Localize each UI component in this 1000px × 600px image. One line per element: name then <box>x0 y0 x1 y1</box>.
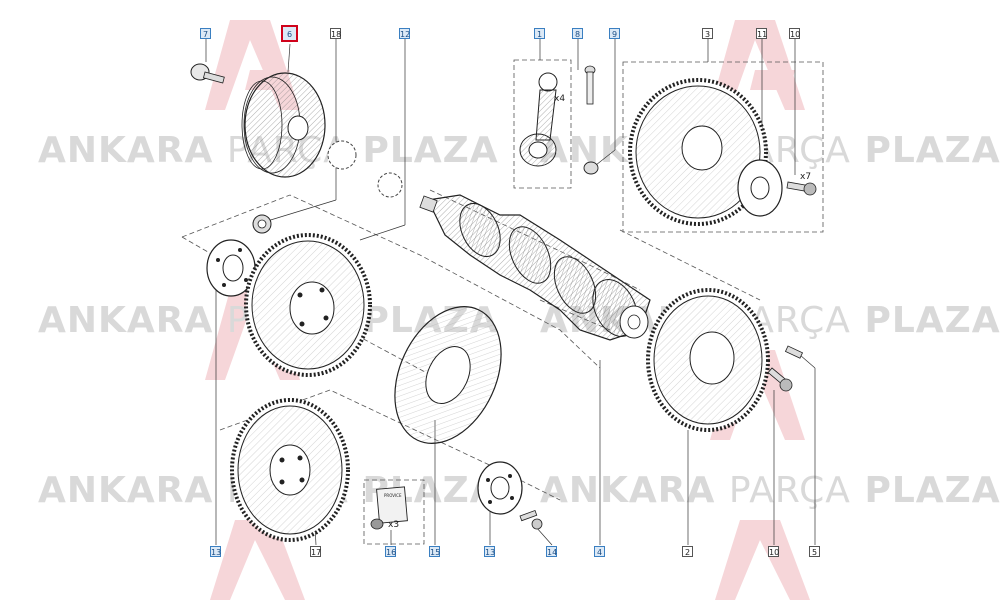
dowel-pin <box>784 345 804 359</box>
callout-11[interactable]: 11 <box>756 28 768 39</box>
callout-12[interactable]: 12 <box>399 28 411 39</box>
callout-9[interactable]: 9 <box>609 28 620 39</box>
callout-1[interactable]: 1 <box>534 28 545 39</box>
spacer-bolt <box>519 510 543 530</box>
callout-17[interactable]: 17 <box>310 546 322 557</box>
flywheel-retaining-plate <box>737 159 783 217</box>
flywheel-spacer-plate-left <box>206 239 256 297</box>
flywheel-bolt-lower <box>767 367 793 392</box>
qty-rods: x4 <box>554 94 566 104</box>
watermark-text-row1-left: ANKARA PARÇA PLAZA <box>38 130 499 171</box>
flywheel-spacer-plate-lower <box>477 461 523 515</box>
timing-sprocket <box>327 140 403 198</box>
rod-bolt <box>584 65 596 105</box>
qty-kit-nuts: x3 <box>388 520 400 530</box>
callout-16[interactable]: 16 <box>385 546 397 557</box>
connecting-rod <box>519 72 558 167</box>
crankshaft <box>419 194 651 341</box>
crankshaft-pulley <box>241 72 326 178</box>
rod-nut <box>583 161 599 175</box>
watermark-logo-top-right <box>710 20 805 110</box>
flywheel-lower-right <box>646 288 770 432</box>
crank-nut <box>252 214 272 234</box>
flywheel-upper-right <box>628 78 768 226</box>
flywheel-lower <box>230 398 350 542</box>
kit-label: PROVICE <box>384 493 402 498</box>
callout-10-bottom[interactable]: 10 <box>768 546 780 557</box>
callout-13-left[interactable]: 13 <box>210 546 222 557</box>
qty-flywheel-bolts: x7 <box>800 172 812 182</box>
callout-5[interactable]: 5 <box>809 546 820 557</box>
callout-14[interactable]: 14 <box>546 546 558 557</box>
callout-7[interactable]: 7 <box>200 28 211 39</box>
callout-10-top[interactable]: 10 <box>789 28 801 39</box>
flywheel-bolt-top <box>786 181 817 196</box>
bolt-kit <box>370 486 408 530</box>
callout-3[interactable]: 3 <box>702 28 713 39</box>
callout-8[interactable]: 8 <box>572 28 583 39</box>
watermark-logo-bottom-right <box>715 520 810 600</box>
watermark-text-row3-right: ANKARA PARÇA PLAZA <box>540 470 1000 511</box>
flywheel-upper <box>244 233 372 377</box>
callout-18[interactable]: 18 <box>330 28 342 39</box>
pulley-bolt <box>190 63 225 84</box>
drive-plate <box>394 306 502 444</box>
callout-15[interactable]: 15 <box>429 546 441 557</box>
callout-6-selected[interactable]: 6 <box>281 25 298 42</box>
callout-4[interactable]: 4 <box>594 546 605 557</box>
callout-13-lower[interactable]: 13 <box>484 546 496 557</box>
callout-2[interactable]: 2 <box>682 546 693 557</box>
